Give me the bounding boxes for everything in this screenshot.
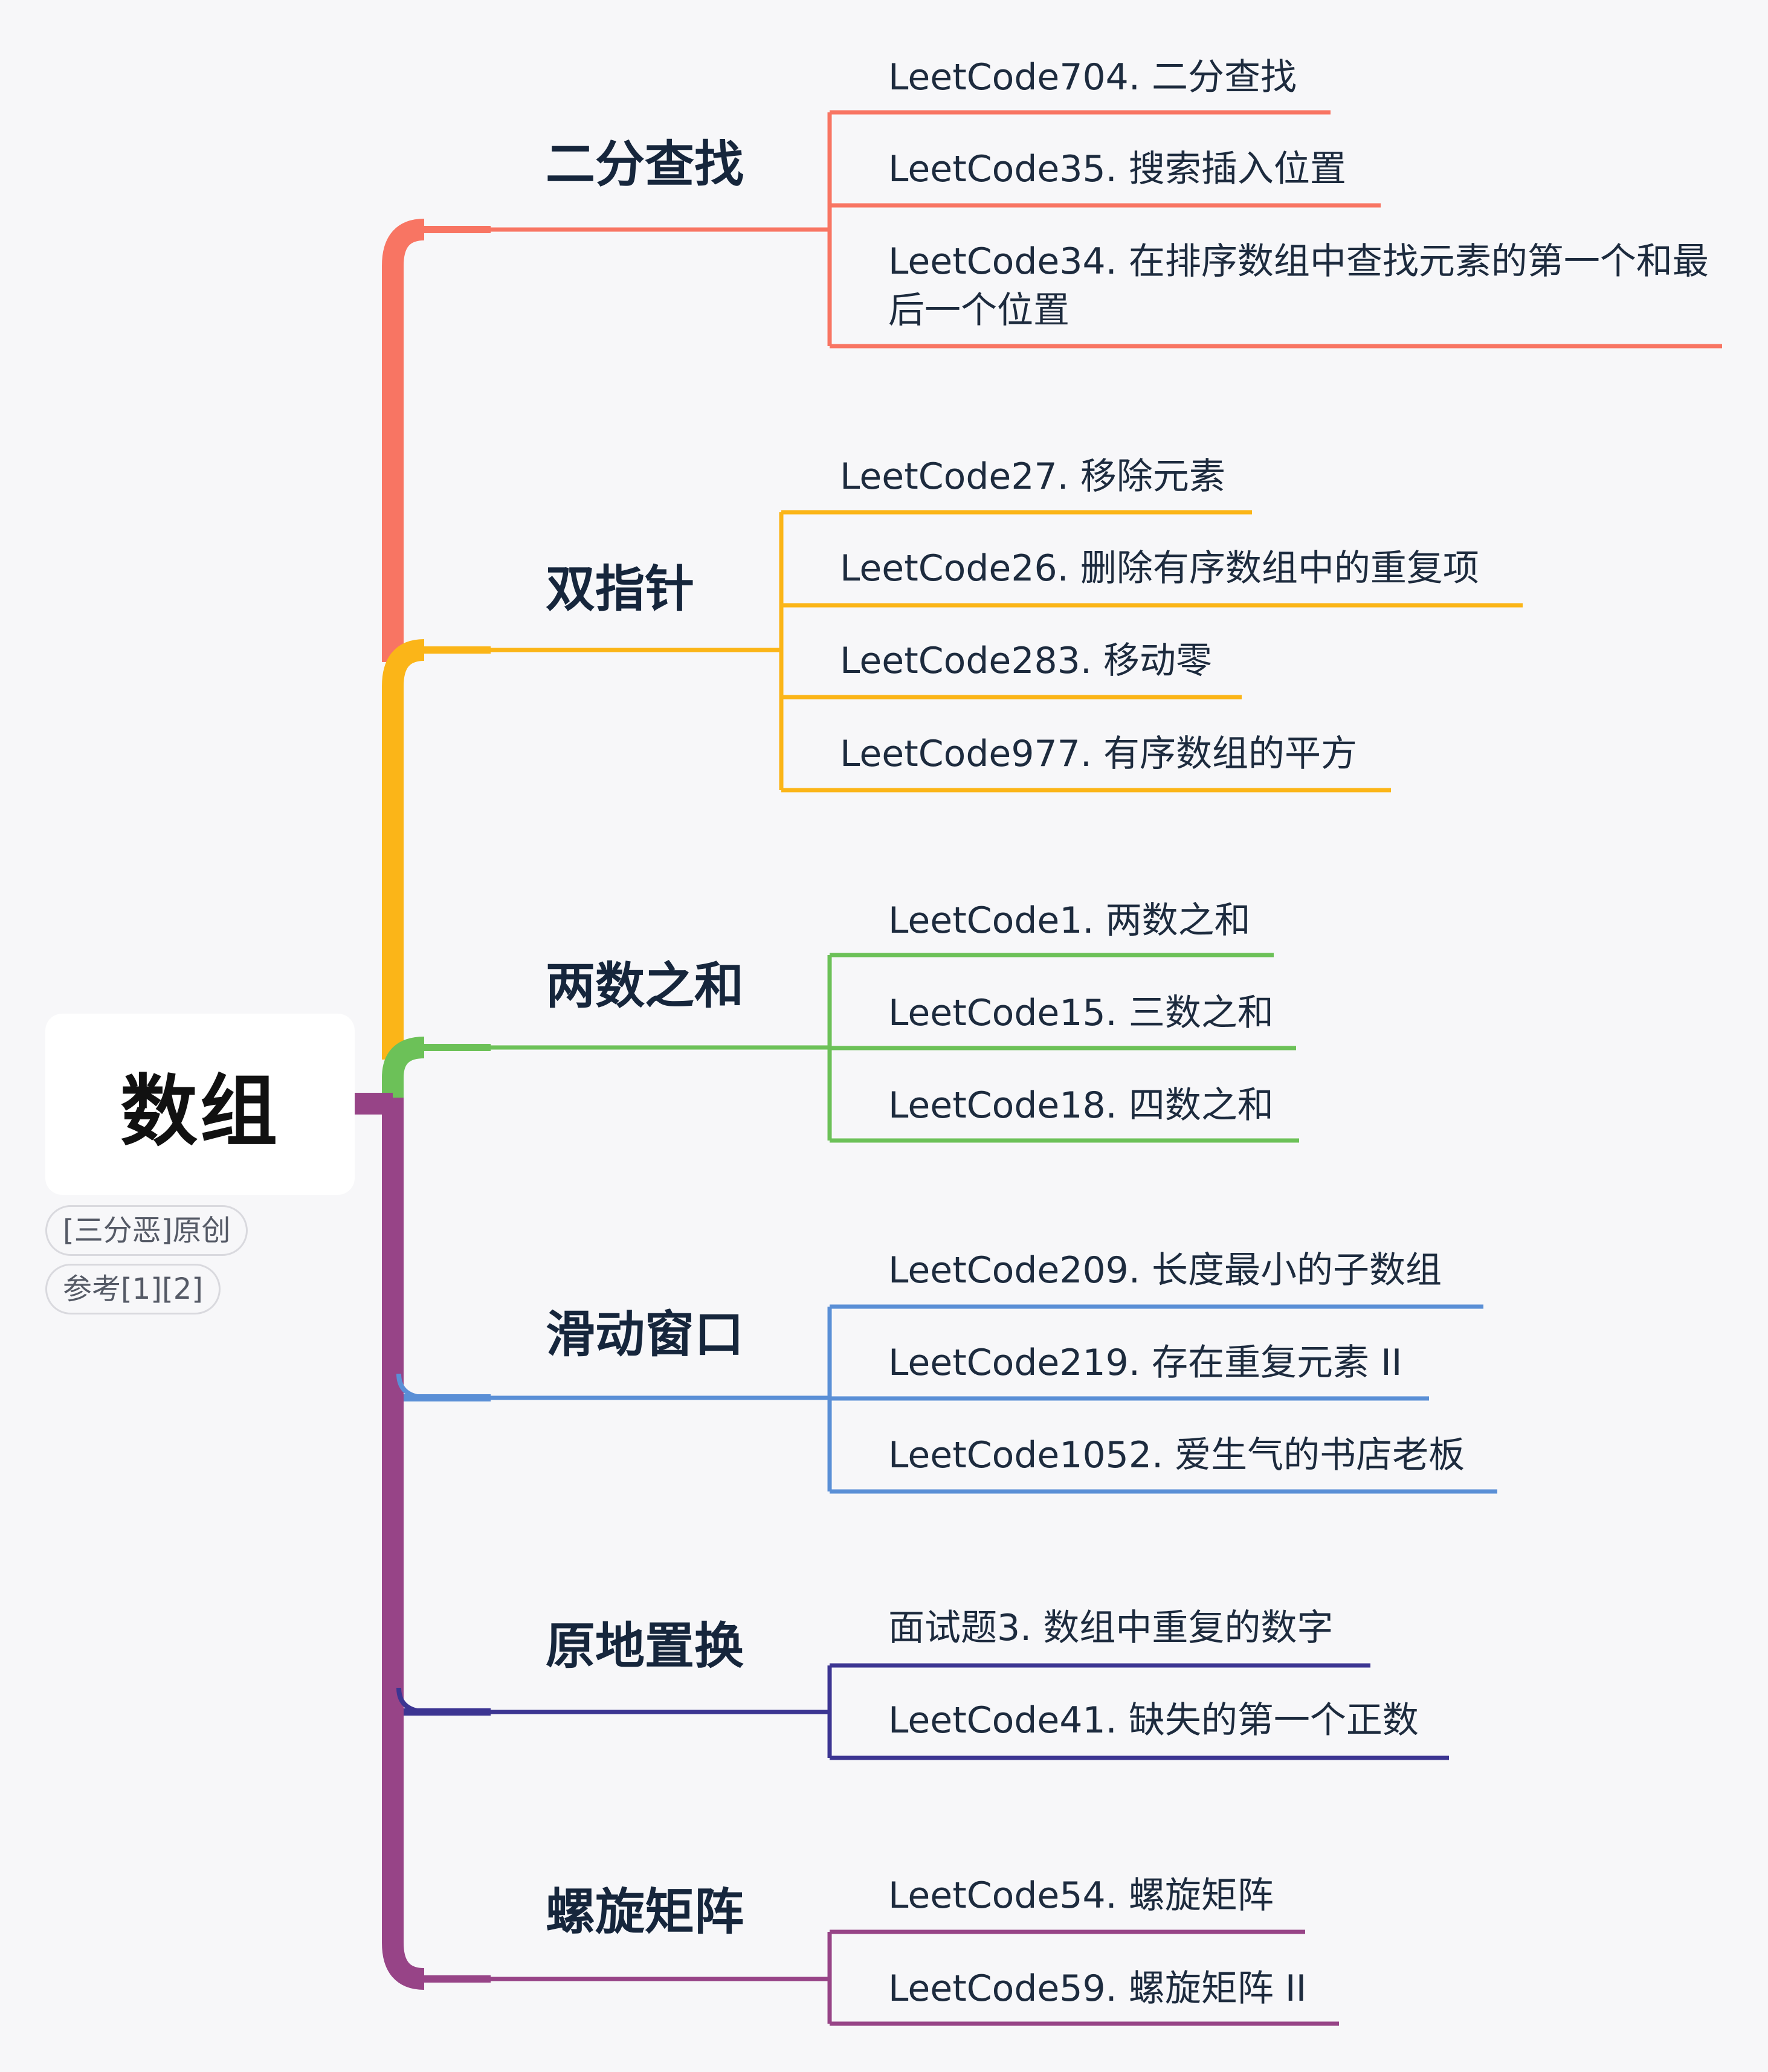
root-tag-original[interactable]: [三分恶]原创 [45, 1205, 248, 1256]
leaf-item-0-1[interactable]: LeetCode35. 搜索插入位置 [888, 148, 1346, 190]
leaf-item-5-0[interactable]: LeetCode54. 螺旋矩阵 [888, 1874, 1274, 1917]
branch-label-0[interactable]: 二分查找 [546, 136, 744, 193]
leaf-item-3-1[interactable]: LeetCode219. 存在重复元素 II [888, 1342, 1402, 1384]
leaf-item-2-2[interactable]: LeetCode18. 四数之和 [888, 1084, 1274, 1127]
branch-label-4[interactable]: 原地置换 [546, 1618, 744, 1675]
branch-label-5[interactable]: 螺旋矩阵 [546, 1884, 744, 1941]
root-connector [355, 1093, 393, 1115]
leaf-item-2-0[interactable]: LeetCode1. 两数之和 [888, 899, 1251, 942]
root-node[interactable]: 数组 [45, 1014, 355, 1195]
root-tag-reference[interactable]: 参考[1][2] [45, 1264, 221, 1314]
leaf-item-2-1[interactable]: LeetCode15. 三数之和 [888, 992, 1274, 1034]
leaf-item-4-1[interactable]: LeetCode41. 缺失的第一个正数 [888, 1699, 1419, 1742]
trunk-segment-spiral-matrix [382, 1098, 425, 1990]
branch-stub-5 [404, 1975, 491, 1983]
leaf-item-1-2[interactable]: LeetCode283. 移动零 [840, 640, 1212, 682]
leaf-item-3-0[interactable]: LeetCode209. 长度最小的子数组 [888, 1249, 1442, 1292]
branch-stub-2 [404, 1044, 491, 1051]
leaf-item-0-2[interactable]: LeetCode34. 在排序数组中查找元素的第一个和最后一个位置 [888, 240, 1709, 332]
branch-label-1[interactable]: 双指针 [546, 561, 695, 618]
leaf-item-3-2[interactable]: LeetCode1052. 爱生气的书店老板 [888, 1434, 1465, 1476]
root-title: 数组 [120, 1066, 280, 1157]
branch-label-2[interactable]: 两数之和 [546, 957, 744, 1015]
branch-stub-4 [404, 1708, 491, 1716]
trunk-segment-binary-search [382, 219, 425, 662]
branch-stub-0 [404, 226, 491, 233]
leaf-item-1-1[interactable]: LeetCode26. 删除有序数组中的重复项 [840, 547, 1479, 590]
leaf-item-5-1[interactable]: LeetCode59. 螺旋矩阵 II [888, 1967, 1307, 2010]
trunk-segment-two-sum [382, 1037, 425, 1104]
leaf-item-1-0[interactable]: LeetCode27. 移除元素 [840, 455, 1225, 498]
branch-stub-3 [404, 1394, 491, 1401]
leaf-item-4-0[interactable]: 面试题3. 数组中重复的数字 [888, 1607, 1334, 1649]
branch-stub-1 [404, 646, 491, 654]
leaf-item-0-0[interactable]: LeetCode704. 二分查找 [888, 56, 1297, 98]
trunk-segment-two-pointers [382, 639, 425, 1060]
leaf-item-1-3[interactable]: LeetCode977. 有序数组的平方 [840, 733, 1357, 775]
branch-label-3[interactable]: 滑动窗口 [546, 1306, 744, 1363]
